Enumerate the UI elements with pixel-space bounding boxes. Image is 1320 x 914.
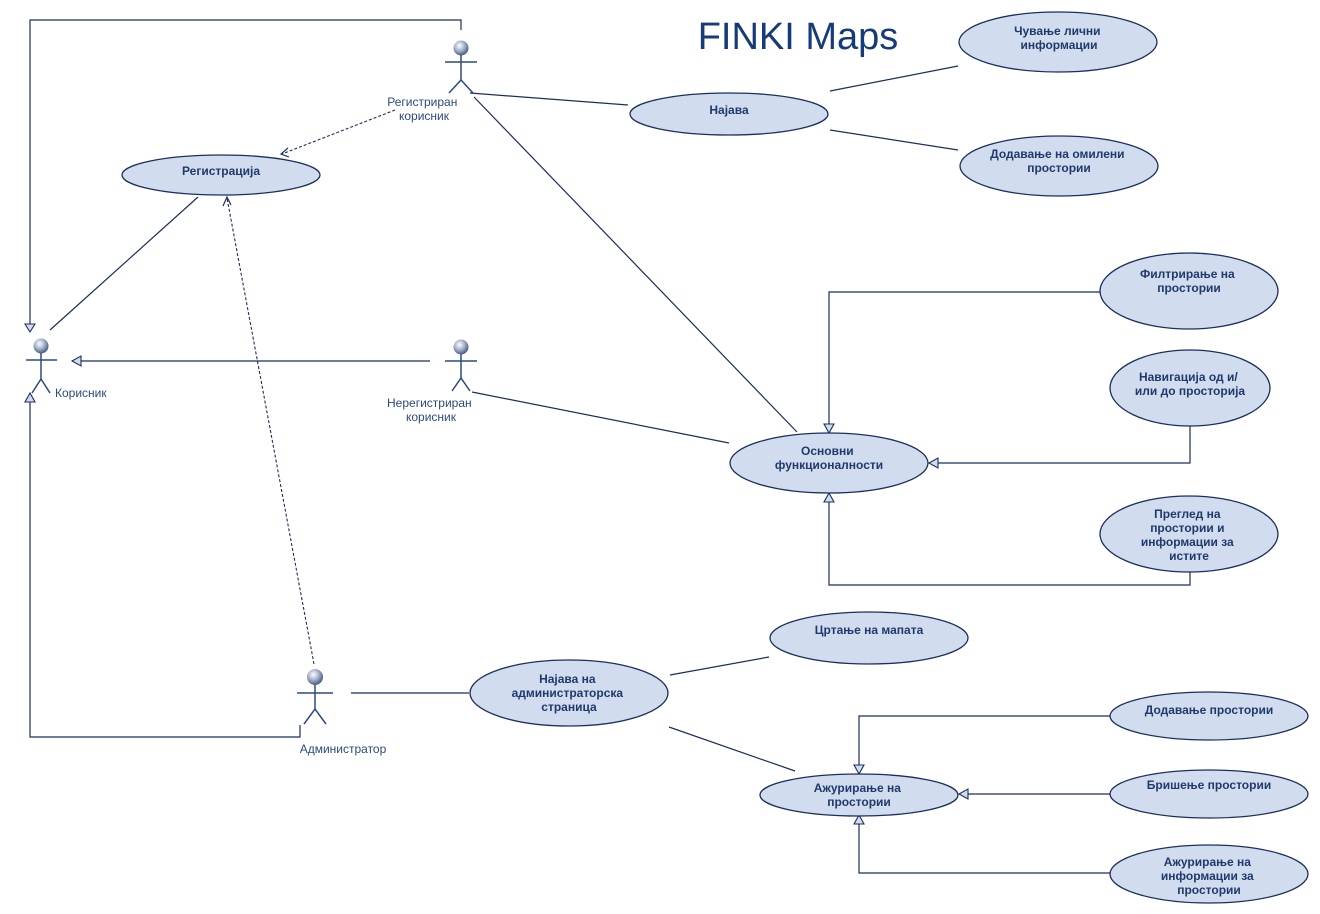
use-case-label: Регистрација bbox=[182, 164, 260, 178]
use-case-label: Ажурирање на информации за простории bbox=[1161, 855, 1257, 897]
actor-user[interactable]: Корисник bbox=[26, 338, 107, 401]
use-case-label: Навигација од и/ или до просторија bbox=[1135, 370, 1246, 398]
association-registered-login bbox=[469, 92, 629, 106]
actor-label: Регистриран корисник bbox=[387, 95, 460, 123]
use-case-save-personal-info[interactable]: Чување лични информации bbox=[958, 11, 1158, 73]
use-case-navigation[interactable]: Навигација од и/ или до просторија bbox=[1109, 349, 1271, 427]
dependency-admin-registration bbox=[226, 197, 315, 665]
use-case-admin-login[interactable]: Најава на администраторска страница bbox=[469, 659, 669, 727]
association-login-save bbox=[829, 65, 959, 92]
use-case-label: Чување лични информации bbox=[1014, 24, 1104, 52]
use-case-room-overview[interactable]: Преглед на простории и информации за ист… bbox=[1099, 495, 1279, 573]
generalization-navigation-basic bbox=[938, 426, 1191, 464]
use-case-label: Преглед на простории и информации за ист… bbox=[1141, 507, 1237, 563]
association-registered-basic bbox=[473, 96, 798, 433]
open-arrowhead bbox=[222, 195, 232, 207]
actor-label: Нерегистриран корисник bbox=[387, 396, 475, 424]
use-case-label: Додавање простории bbox=[1145, 703, 1274, 717]
use-case-registration[interactable]: Регистрација bbox=[121, 154, 321, 196]
actor-head-icon bbox=[453, 40, 469, 56]
generalization-overview-basic bbox=[828, 502, 1191, 586]
generalization-add-update bbox=[858, 715, 1110, 766]
generalization-arrowhead bbox=[957, 788, 969, 800]
use-case-label: Ажурирање на простории bbox=[814, 781, 905, 809]
actor-label: Корисник bbox=[55, 386, 107, 400]
use-case-label: Додавање на омилени простории bbox=[990, 147, 1128, 175]
use-case-update-rooms[interactable]: Ажурирање на простории bbox=[759, 773, 959, 817]
association-adminlogin-update bbox=[668, 726, 796, 772]
use-case-basic-functionalities[interactable]: Основни функционалности bbox=[729, 432, 929, 494]
generalization-updateinfo-update bbox=[858, 824, 1110, 874]
generalization-arrowhead bbox=[927, 457, 939, 469]
association-adminlogin-draw bbox=[669, 656, 770, 676]
diagram-title: FINKI Maps bbox=[698, 16, 899, 58]
use-case-label: Цртање на мапата bbox=[815, 623, 924, 637]
use-case-label: Основни функционалности bbox=[775, 444, 883, 472]
open-arrowhead bbox=[279, 147, 290, 158]
actor-registered-user[interactable]: Регистриран корисник bbox=[387, 40, 477, 124]
use-case-label: Филтрирање на простории bbox=[1140, 267, 1238, 295]
actor-unregistered-user[interactable]: Нерегистриран корисник bbox=[387, 339, 477, 425]
use-case-update-room-info[interactable]: Ажурирање на информации за простории bbox=[1109, 844, 1309, 904]
use-case-add-favorites[interactable]: Додавање на омилени простории bbox=[959, 135, 1159, 197]
generalization-arrowhead bbox=[70, 355, 82, 367]
generalization-arrowhead bbox=[24, 391, 36, 403]
generalization-admin-to-user bbox=[29, 402, 301, 738]
association-unregistered-basic bbox=[471, 391, 730, 444]
actor-administrator[interactable]: Администратор bbox=[297, 669, 387, 756]
generalization-registered-to-user bbox=[29, 19, 462, 325]
actor-label: Администратор bbox=[300, 742, 387, 756]
association-login-favorites bbox=[829, 129, 959, 151]
use-case-delete-room[interactable]: Бришење простории bbox=[1109, 769, 1309, 819]
generalization-arrowhead bbox=[853, 813, 865, 825]
generalization-filter-basic bbox=[828, 291, 1100, 425]
generalization-arrowhead bbox=[823, 423, 835, 435]
generalization-arrowhead bbox=[24, 323, 36, 334]
use-case-login[interactable]: Најава bbox=[629, 92, 829, 136]
use-case-label: Најава bbox=[709, 103, 749, 117]
generalization-arrowhead bbox=[823, 491, 835, 503]
actor-head-icon bbox=[453, 339, 469, 355]
association-user-registration bbox=[49, 196, 199, 331]
use-case-filter-rooms[interactable]: Филтрирање на простории bbox=[1099, 252, 1279, 330]
generalization-arrowhead bbox=[853, 764, 865, 776]
dependency-registered-registration bbox=[281, 109, 396, 155]
use-case-add-room[interactable]: Додавање простории bbox=[1109, 691, 1309, 741]
use-case-label: Најава на администраторска страница bbox=[512, 672, 627, 714]
use-case-draw-map[interactable]: Цртање на мапата bbox=[769, 611, 969, 665]
connectors bbox=[24, 19, 1191, 874]
actor-head-icon bbox=[307, 669, 323, 685]
use-case-label: Бришење простории bbox=[1147, 778, 1271, 792]
actor-head-icon bbox=[33, 338, 49, 354]
